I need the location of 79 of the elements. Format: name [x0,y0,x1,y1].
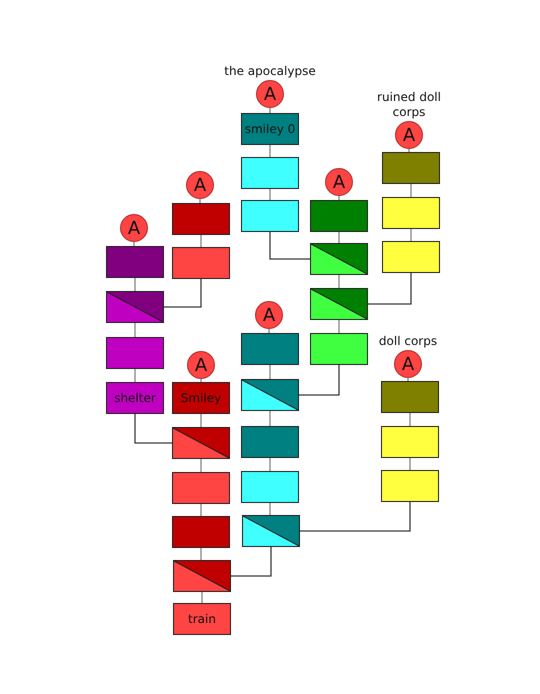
box-node [172,203,230,235]
node-label: Smiley [180,391,222,405]
node-label: shelter [114,391,156,405]
box-node [241,200,299,232]
box-node [241,113,299,145]
connector-line [200,414,202,427]
box-node [172,247,230,279]
connector-line [338,232,340,243]
node-label: A [128,218,140,238]
connector-line [269,189,271,200]
split-box-node [310,243,368,275]
box-node [106,382,164,414]
connector-line [409,458,411,470]
connector-line [338,275,340,288]
node-label: A [264,84,276,104]
box-node [381,470,439,502]
box-node [241,333,299,365]
node-label: A [194,174,206,196]
node-label: smiley 0 [244,122,296,136]
box-node [173,603,231,635]
circle-node [186,171,214,199]
connector-line [164,279,202,308]
box-node [106,337,164,369]
box-node [382,152,440,184]
connector-line [269,145,271,157]
node-label: A [194,354,208,376]
connector-line [200,504,202,516]
split-box-node [106,291,164,323]
connector-line [410,229,412,241]
connector-line [269,503,271,515]
split-box-node [173,560,231,592]
split-box-node [310,288,368,320]
connector-line [269,458,271,471]
connector-line [300,502,411,532]
node-label: A [402,124,416,146]
connector-line [269,411,271,426]
connector-line [134,323,136,337]
node-label: A [402,354,414,374]
box-node [382,241,440,273]
box-node [381,426,439,458]
node-label: A [262,304,276,326]
box-node [241,426,299,458]
connector-line [409,413,411,426]
node-label: A [332,172,346,192]
connector-line [201,592,203,603]
circle-node [255,301,283,329]
circle-node [187,351,215,379]
connector-line [134,414,172,444]
connector-line [134,278,136,291]
box-node [172,382,230,414]
box-node [172,516,230,548]
connector-line [200,548,202,560]
connector-line [269,365,271,379]
circle-node [120,214,148,242]
box-node [310,333,368,365]
split-box-node [172,427,230,459]
node-label: train [188,612,216,626]
connector-line [269,232,310,260]
node-caption: doll corps [378,334,438,348]
circle-node [325,168,353,196]
box-node [172,472,230,504]
split-box-node [242,515,300,547]
box-node [382,197,440,229]
connector-line [200,459,202,472]
connector-line [299,365,340,396]
box-node [381,381,439,413]
box-node [241,471,299,503]
node-caption: the apocalypse [223,64,317,78]
box-node [106,246,164,278]
connector-line [231,547,272,577]
connector-line [410,184,412,197]
connector-line [134,369,136,382]
connector-line [338,320,340,333]
box-node [310,200,368,232]
box-node [241,157,299,189]
node-caption: ruined doll corps [376,90,442,119]
connector-line [200,235,202,247]
connector-line [368,273,412,305]
split-box-node [241,379,299,411]
